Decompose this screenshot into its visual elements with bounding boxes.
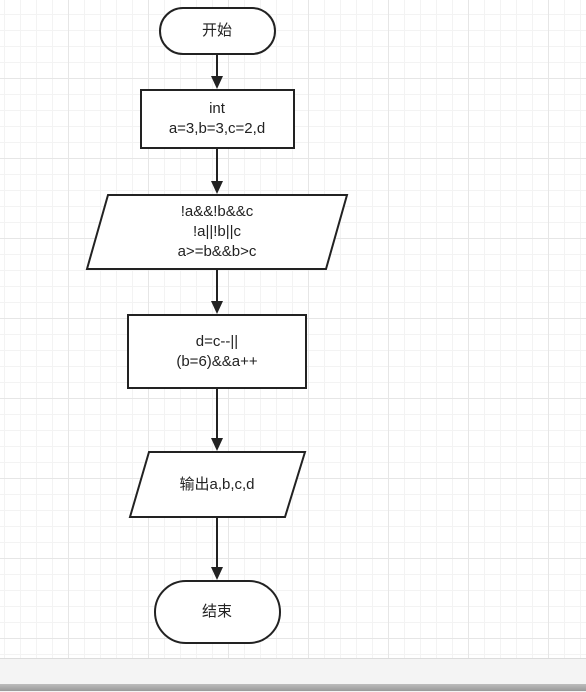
assign-label-line1: d=c--|| xyxy=(195,333,239,350)
expr-label-line1: !a&&!b&&c xyxy=(180,203,254,220)
start-terminator-shape[interactable] xyxy=(159,7,276,55)
start-label: 开始 xyxy=(201,22,233,39)
output-label: 输出a,b,c,d xyxy=(179,476,255,493)
expr-label-line2: !a||!b||c xyxy=(192,223,242,240)
end-terminator-shape[interactable] xyxy=(154,580,281,644)
arrowhead-assign-to-output xyxy=(211,438,223,451)
arrowhead-start-to-declare xyxy=(211,76,223,89)
assign-label-line2: (b=6)&&a++ xyxy=(176,353,258,370)
declare-process-shape[interactable] xyxy=(140,89,295,149)
arrowhead-expr-to-assign xyxy=(211,301,223,314)
canvas-bottom-edge xyxy=(0,684,586,691)
output-io-shape[interactable] xyxy=(128,451,307,518)
declare-label-line2: a=3,b=3,c=2,d xyxy=(168,120,266,137)
assign-process-shape[interactable] xyxy=(127,314,307,389)
arrowhead-output-to-end xyxy=(211,567,223,580)
arrowhead-declare-to-expr xyxy=(211,181,223,194)
expr-label-line3: a>=b&&b>c xyxy=(177,243,257,260)
declare-label-line1: int xyxy=(209,100,225,117)
end-label: 结束 xyxy=(201,603,233,620)
expression-io-shape[interactable] xyxy=(85,194,349,270)
